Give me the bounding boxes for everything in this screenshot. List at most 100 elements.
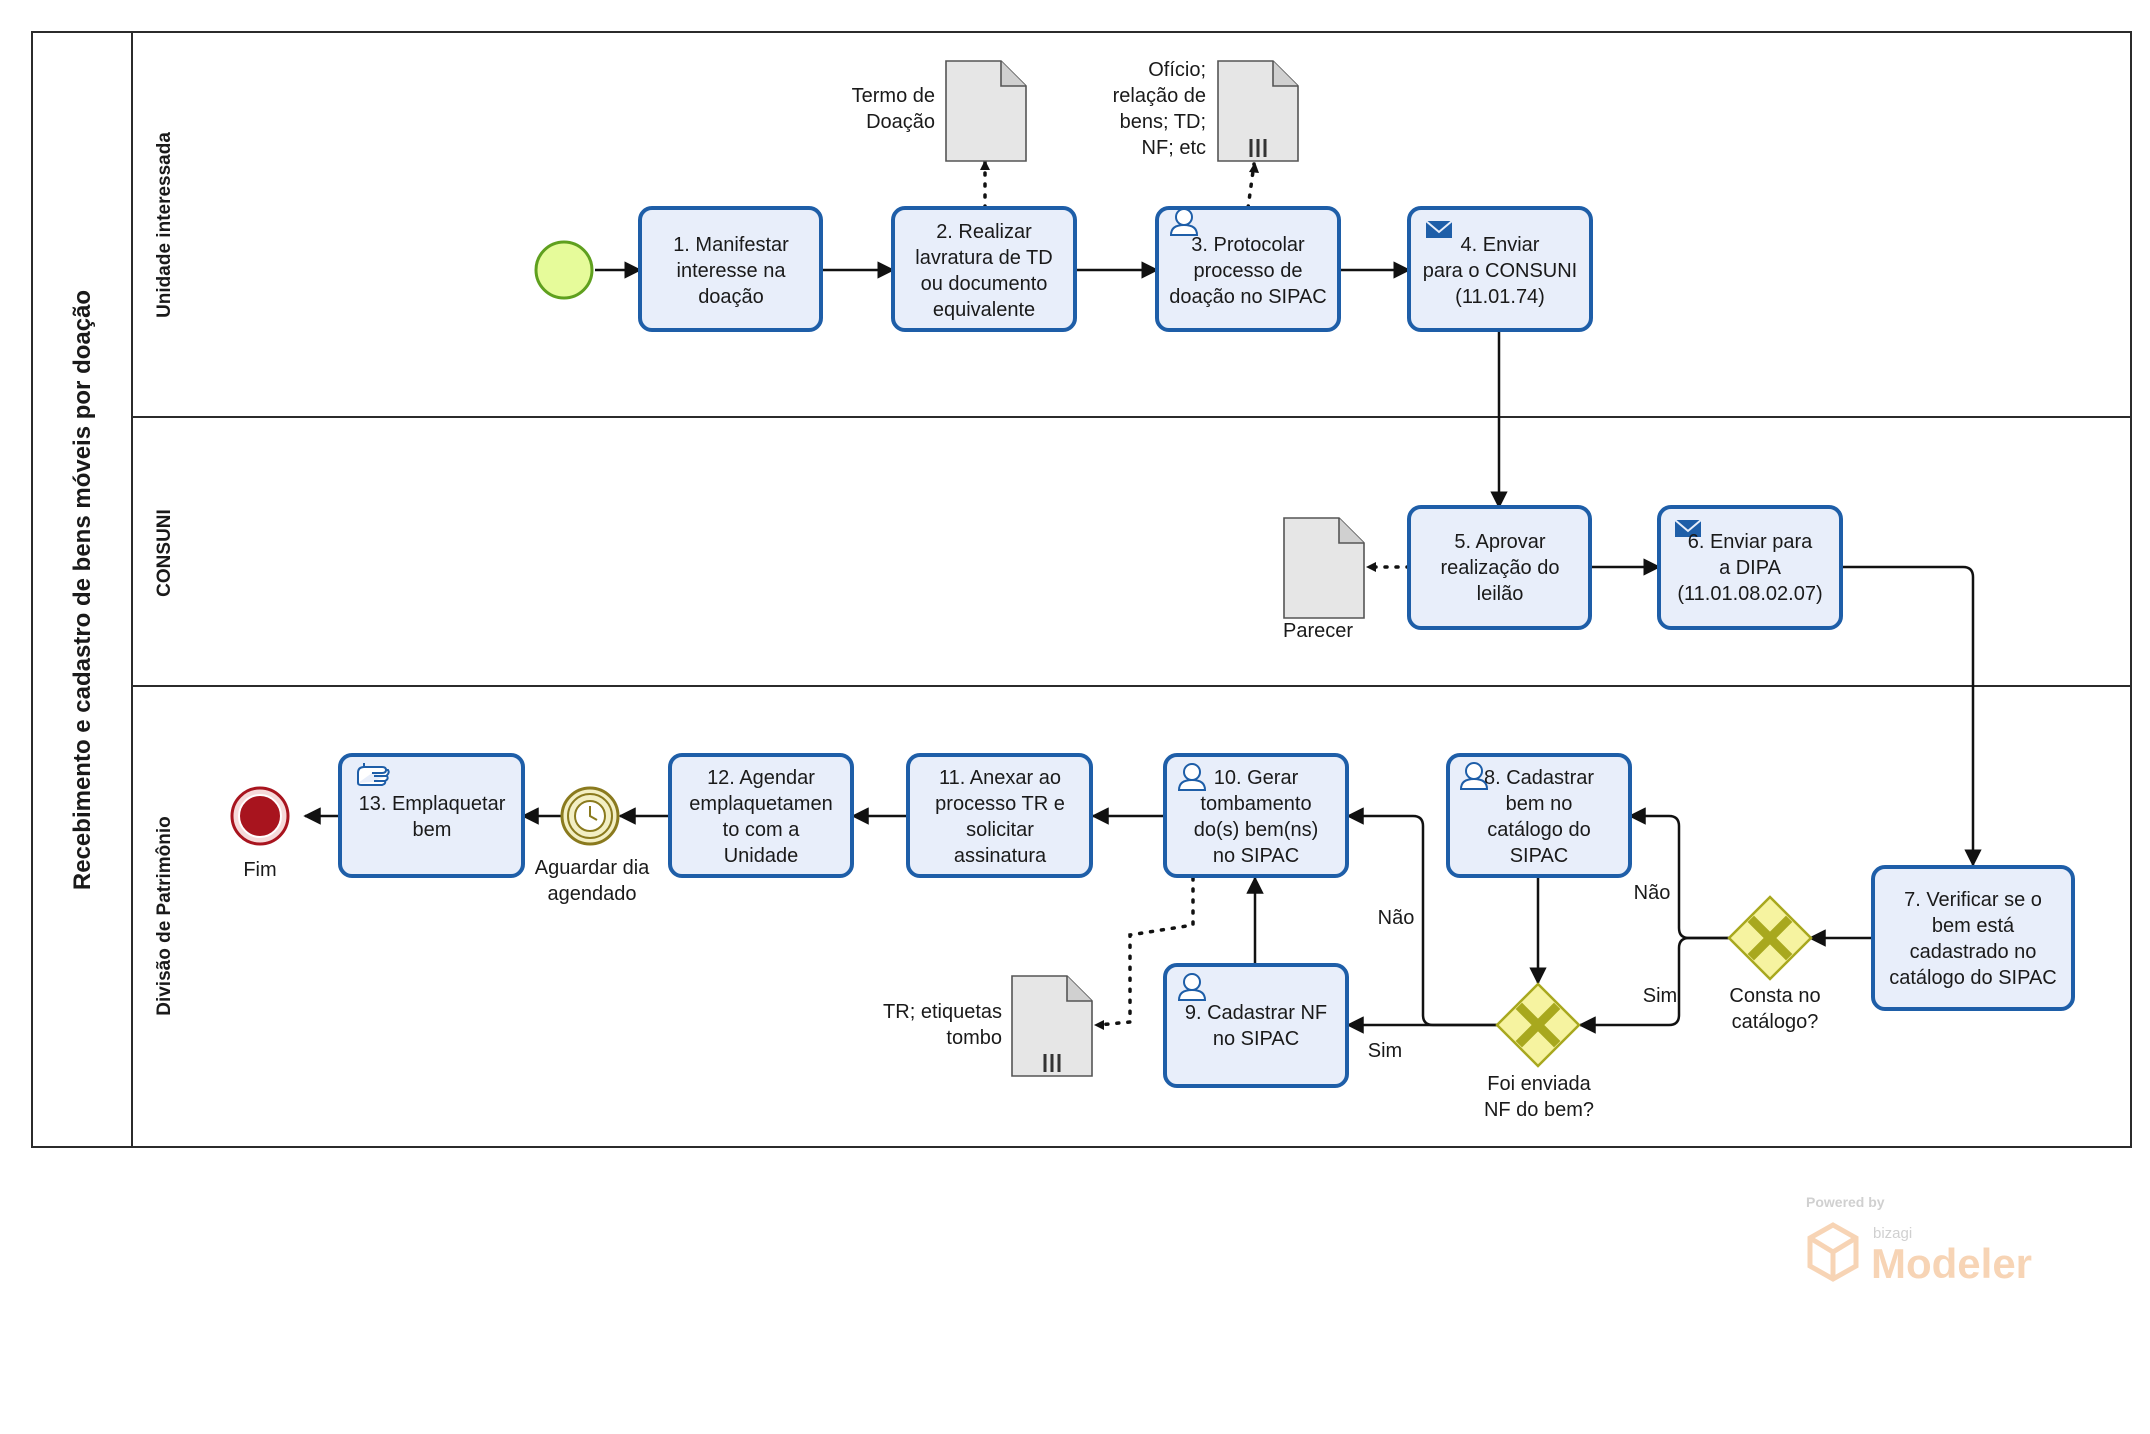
task-t11-label-line: 11. Anexar ao — [939, 767, 1061, 789]
gateway-g2[interactable] — [1495, 982, 1581, 1068]
gateway-g1-label-line1: Consta no — [1729, 985, 1820, 1007]
task-t1-label-line: 1. Manifestar — [673, 234, 789, 256]
watermark-brand-small: bizagi — [1873, 1225, 1912, 1242]
task-t12-label-line: emplaquetamen — [689, 793, 832, 815]
task-t6[interactable] — [1657, 505, 1843, 630]
flow-label-g1-yes: Sim — [1643, 985, 1677, 1007]
document-collection-icon — [1011, 975, 1093, 1077]
document-collection-icon — [1217, 60, 1299, 162]
task-t4-label-line: (11.01.74) — [1455, 286, 1545, 308]
task-t12[interactable] — [668, 753, 854, 878]
flow-label-g2-yes: Sim — [1368, 1040, 1402, 1062]
start-event[interactable] — [534, 240, 594, 300]
user-icon — [1459, 762, 1489, 790]
doc-d2-label-line4: NF; etc — [1142, 137, 1206, 159]
flow-t6-t7[interactable] — [1841, 565, 1982, 867]
doc-d4-label-line1: TR; etiquetas — [883, 1001, 1002, 1023]
document-icon — [945, 60, 1027, 162]
task-t10-label-line: do(s) bem(ns) — [1194, 819, 1318, 841]
task-t12-label-line: to com a — [723, 819, 801, 841]
pool: Recebimento e cadastro de bens móveis po… — [31, 31, 2132, 1148]
document-icon — [1283, 517, 1365, 619]
lane-label-unidade: Unidade interessada — [154, 132, 175, 318]
task-t8[interactable] — [1446, 753, 1632, 878]
watermark: Powered by bizagi Modeler — [1806, 1194, 2032, 1287]
task-t1-label-line: doação — [698, 286, 764, 308]
end-event[interactable] — [230, 786, 290, 846]
task-t7-label-line: bem está — [1932, 915, 2015, 937]
watermark-brand: Modeler — [1871, 1240, 2032, 1287]
task-t6-label-line: 6. Enviar para — [1688, 531, 1813, 553]
task-t5-label-line: leilão — [1477, 583, 1524, 605]
gateway-g1-label-line2: catálogo? — [1732, 1011, 1819, 1033]
watermark-powered: Powered by — [1806, 1194, 1885, 1210]
flow-g2-t10[interactable] — [1346, 807, 1497, 1027]
task-t2-label-line: ou documento — [921, 273, 1048, 295]
timer-label-line2: agendado — [548, 883, 637, 905]
doc-d1-label-line2: Doação — [866, 111, 935, 133]
task-t3-label-line: 3. Protocolar — [1191, 234, 1305, 256]
task-t9-label-line: no SIPAC — [1213, 1028, 1299, 1050]
end-event-label: Fim — [243, 859, 276, 881]
flow-label-g1-no: Não — [1634, 882, 1671, 904]
task-t4[interactable] — [1407, 206, 1593, 332]
task-t13[interactable] — [338, 753, 525, 878]
task-t8-label-line: bem no — [1506, 793, 1573, 815]
task-t7-label-line: 7. Verificar se o — [1904, 889, 2042, 911]
task-t11-label-line: solicitar — [966, 819, 1034, 841]
task-t9[interactable] — [1163, 963, 1349, 1088]
lane-label-consuni: CONSUNI — [154, 509, 175, 597]
doc-d2-label-line1: Ofício; — [1148, 59, 1206, 81]
doc-d1-label-line1: Termo de — [852, 85, 935, 107]
task-t8-label-line: catálogo do — [1487, 819, 1590, 841]
bizagi-logo-icon — [1807, 1222, 1859, 1282]
task-t10[interactable] — [1163, 753, 1349, 878]
task-t5-label-line: realização do — [1441, 557, 1560, 579]
user-icon — [1177, 763, 1207, 791]
gateway-g2-label-line2: NF do bem? — [1484, 1099, 1594, 1121]
hand-icon — [357, 763, 390, 786]
task-t10-label-line: 10. Gerar — [1214, 767, 1299, 789]
clock-icon — [589, 806, 598, 821]
task-t7-label-line: cadastrado no — [1910, 941, 2037, 963]
assoc-t10-d4 — [1096, 876, 1195, 1027]
task-t1[interactable] — [638, 206, 823, 332]
sequence-flows — [303, 261, 1982, 1034]
gateway-g2-label-line1: Foi enviada — [1487, 1073, 1591, 1095]
flow-g1-g2[interactable] — [1578, 936, 1729, 1034]
task-t3[interactable] — [1155, 206, 1341, 332]
timer-event[interactable] — [560, 786, 620, 846]
lane-label-patrimonio: Divisão de Patrimônio — [154, 816, 175, 1016]
task-t10-label-line: tombamento — [1200, 793, 1311, 815]
gateway-g1[interactable] — [1727, 895, 1813, 981]
task-t11-label-line: assinatura — [954, 845, 1047, 867]
envelope-icon — [1674, 519, 1702, 537]
doc-d3-label-line1: Parecer — [1283, 620, 1353, 642]
task-t12-label-line: 12. Agendar — [707, 767, 815, 789]
flow-g1-t8[interactable] — [1628, 807, 1729, 940]
task-t2-label-line: lavratura de TD — [915, 247, 1052, 269]
task-t8-label-line: 8. Cadastrar — [1484, 767, 1594, 789]
task-t11-label-line: processo TR e — [935, 793, 1065, 815]
doc-d2-label-line3: bens; TD; — [1120, 111, 1206, 133]
task-t7[interactable] — [1871, 865, 2075, 1011]
doc-d2-label-line2: relação de — [1113, 85, 1206, 107]
task-t2-label-line: equivalente — [933, 299, 1035, 321]
doc-d4-label-line2: tombo — [946, 1027, 1002, 1049]
task-t13-label-line: 13. Emplaquetar — [359, 793, 506, 815]
task-t11[interactable] — [906, 753, 1093, 878]
task-t5-label-line: 5. Aprovar — [1454, 531, 1546, 553]
task-t3-label-line: processo de — [1194, 260, 1303, 282]
task-t5[interactable] — [1407, 505, 1592, 630]
task-t7-label-line: catálogo do SIPAC — [1889, 967, 2057, 989]
user-icon — [1169, 208, 1199, 236]
task-t2-label-line: 2. Realizar — [936, 221, 1032, 243]
associations — [980, 160, 1411, 1030]
task-t2[interactable] — [891, 206, 1077, 332]
task-t9-label-line: 9. Cadastrar NF — [1185, 1002, 1327, 1024]
task-t4-label-line: para o CONSUNI — [1423, 260, 1578, 282]
pool-title: Recebimento e cadastro de bens móveis po… — [69, 290, 96, 890]
task-t12-label-line: Unidade — [724, 845, 799, 867]
task-t3-label-line: doação no SIPAC — [1169, 286, 1327, 308]
